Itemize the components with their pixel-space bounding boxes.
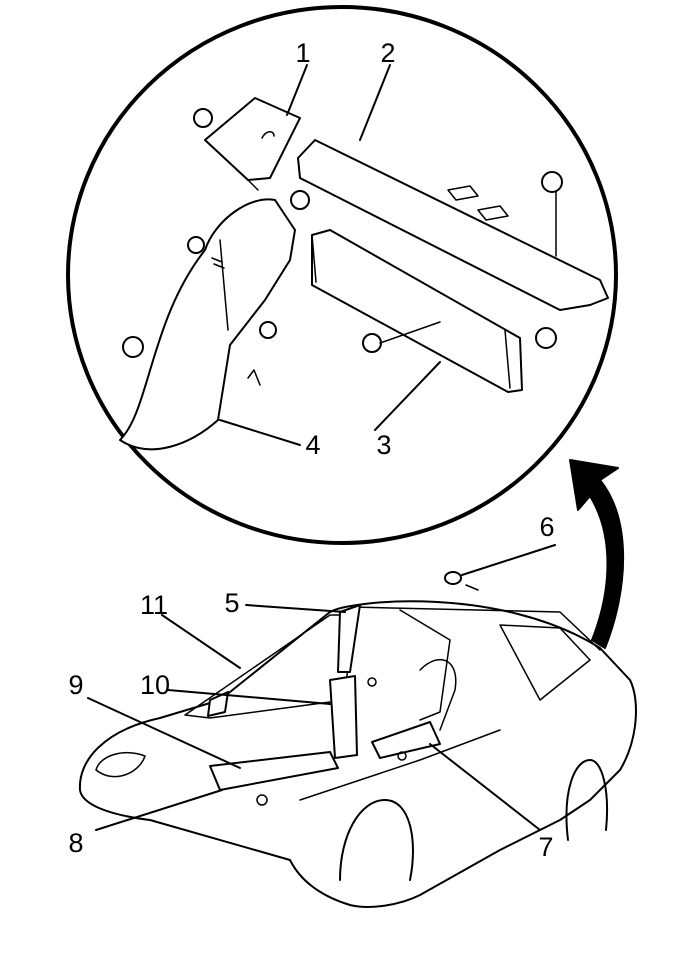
- callout-2: 2: [380, 38, 395, 68]
- detail-view: [66, 5, 618, 545]
- callout-9: 9: [68, 670, 83, 700]
- quarter-lower-trim: [119, 198, 296, 451]
- callout-7: 7: [538, 832, 553, 862]
- callout-11: 11: [140, 590, 168, 620]
- curved-arrow: [569, 459, 625, 649]
- callout-5: 5: [224, 588, 239, 618]
- rear-package-shelf: [297, 139, 609, 311]
- rear-seat-back-trim: [311, 229, 523, 393]
- callout-8: 8: [68, 828, 83, 858]
- callout-4: 4: [305, 430, 320, 460]
- callout-10: 10: [140, 670, 170, 700]
- fasteners: [122, 108, 563, 358]
- upper-quarter-trim: [204, 97, 301, 191]
- car-body: [78, 571, 637, 908]
- callout-3: 3: [376, 430, 391, 460]
- callout-1: 1: [295, 38, 310, 68]
- callout-6: 6: [539, 512, 554, 542]
